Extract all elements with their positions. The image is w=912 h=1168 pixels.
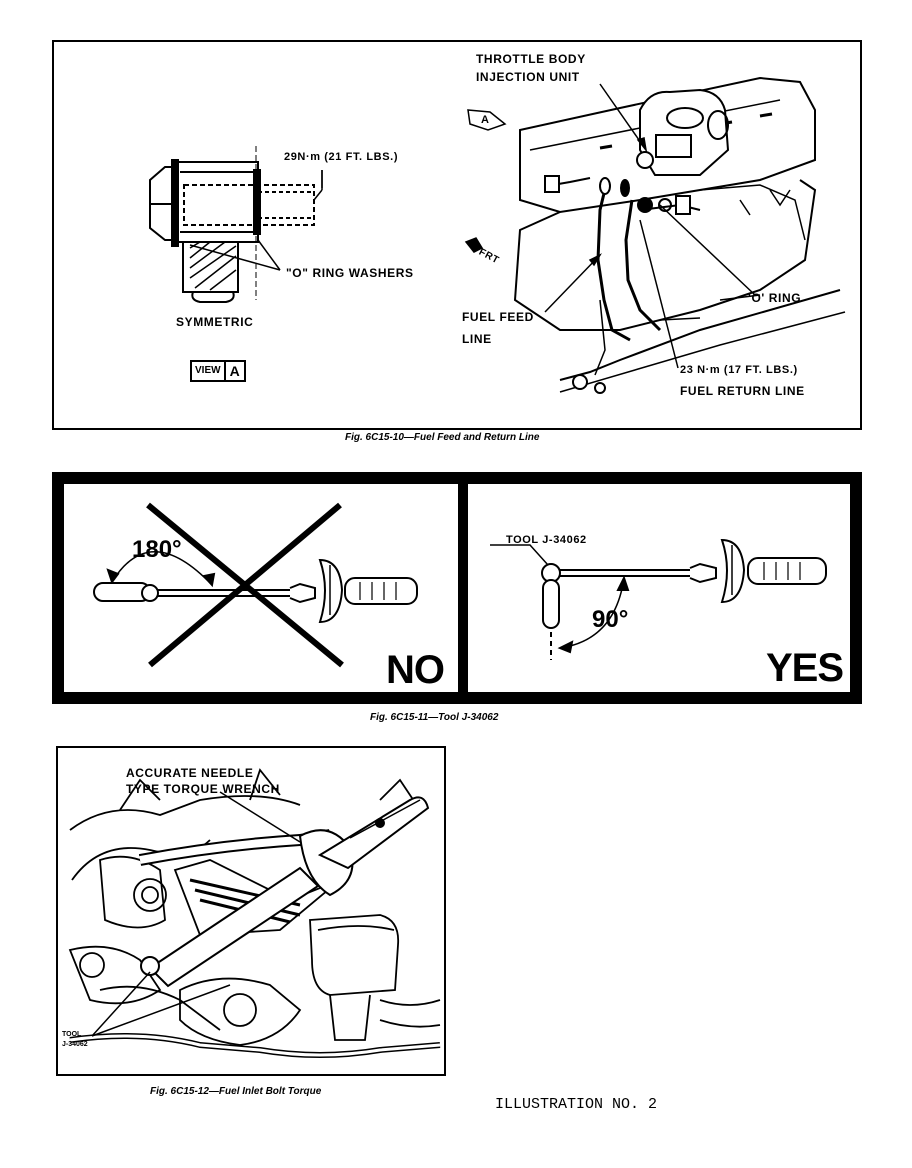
- leader-lines: [321, 83, 756, 369]
- engine-throttle-body: [513, 76, 846, 394]
- view-tag-letter: A: [229, 363, 240, 379]
- fuel-feed-label-line2: LINE: [462, 332, 492, 346]
- cross-out-mark: [146, 502, 344, 668]
- angle-180-label: 180°: [132, 536, 182, 563]
- torque-wrench-label-line1: ACCURATE NEEDLE: [126, 766, 254, 780]
- fig12-tool-label-line2: J-34062: [62, 1041, 88, 1048]
- yes-panel-tool: [490, 538, 827, 660]
- view-a-tag: VIEW A: [190, 360, 246, 382]
- fuel-return-line-label: FUEL RETURN LINE: [680, 384, 805, 398]
- throttle-body-label-line2: INJECTION UNIT: [476, 70, 580, 84]
- line-tube: [191, 291, 235, 303]
- yes-label: YES: [766, 646, 844, 690]
- tool-leader: [490, 544, 549, 566]
- fig12-leader-lines: [91, 791, 301, 1037]
- throttle-body: [639, 88, 730, 176]
- wrench-handle: [317, 796, 430, 870]
- air-cleaner: [99, 855, 166, 929]
- master-cylinder: [309, 914, 400, 996]
- view-a-marker-letter: A: [481, 114, 490, 126]
- yes-wrench-handle: [747, 557, 827, 585]
- torque-23-label: 23 N·m (17 FT. LBS.): [680, 364, 798, 376]
- bolt-shank: [183, 184, 315, 226]
- angle-90-label: 90°: [592, 606, 629, 633]
- fuel-feed-label-line1: FUEL FEED: [462, 310, 534, 324]
- tool-j34062-label: TOOL J-34062: [506, 534, 587, 546]
- fuel-return-tube: [624, 199, 662, 332]
- view-tag-word: VIEW: [192, 362, 226, 380]
- yes-wrench-head: [720, 538, 746, 604]
- engine-bay-scene: [68, 768, 441, 1058]
- o-ring-label: 'O' RING: [748, 291, 802, 305]
- frt-arrow-marker: [464, 237, 484, 253]
- wrench-shaft: [148, 866, 320, 988]
- figure-caption-6c15-11: Fig. 6C15-11—Tool J-34062: [370, 712, 499, 723]
- banjo-bolt-section: [149, 146, 323, 303]
- no-wrench-head: [318, 558, 344, 624]
- o-ring-washers-label: "O" RING WASHERS: [286, 266, 414, 280]
- torque-wrench-label-line2: TYPE TORQUE WRENCH: [126, 782, 280, 796]
- no-wrench-handle: [344, 577, 418, 605]
- torque-29-label: 29N·m (21 FT. LBS.): [284, 151, 399, 163]
- figure-caption-6c15-10: Fig. 6C15-10—Fuel Feed and Return Line: [345, 432, 540, 443]
- fuel-feed-tube: [596, 184, 631, 342]
- symmetric-label: SYMMETRIC: [176, 315, 254, 329]
- no-label: NO: [386, 648, 445, 692]
- no-panel-tool: [93, 551, 418, 624]
- angle-arc-180: [111, 551, 213, 586]
- fig12-tool-label-line1: TOOL: [62, 1031, 82, 1038]
- figure-caption-6c15-12: Fig. 6C15-12—Fuel Inlet Bolt Torque: [150, 1086, 322, 1097]
- torque-wrench: [140, 796, 430, 988]
- illustration-number: ILLUSTRATION NO. 2: [495, 1096, 658, 1113]
- wire-harness: [69, 1033, 441, 1058]
- throttle-body-label-line1: THROTTLE BODY: [476, 52, 586, 66]
- view-a-arrow-marker: [467, 109, 507, 131]
- panel-yes: [468, 484, 850, 692]
